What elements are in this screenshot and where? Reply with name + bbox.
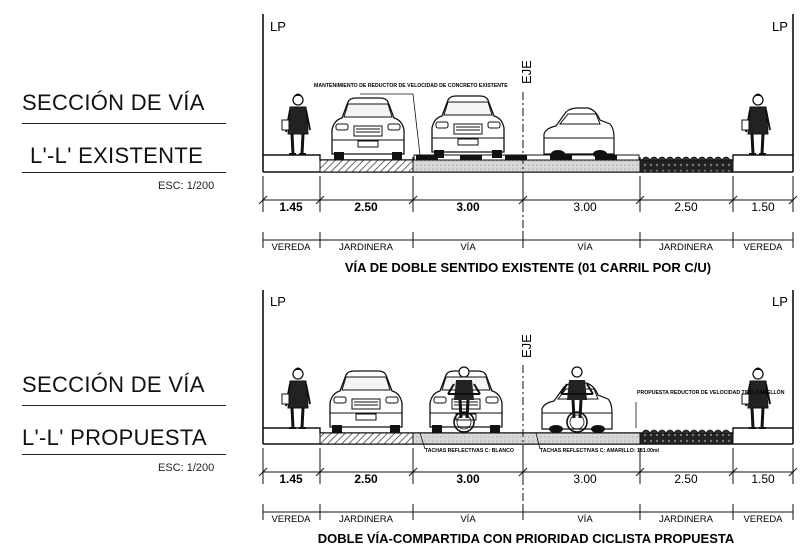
section-2-zone-6: VEREDA <box>743 514 783 525</box>
section-1-dim-6: 1.50 <box>751 200 775 214</box>
section-2-dim-1: 1.45 <box>279 472 303 486</box>
section-2-callout-1: PROPUESTA REDUCTOR DE VELOCIDAD TIPO CAM… <box>637 388 785 396</box>
section-1-dim-1: 1.45 <box>279 200 303 214</box>
section-1-dim-5: 2.50 <box>674 200 698 214</box>
section-1-zone-4: VÍA <box>577 242 593 253</box>
section-1-zone-5: JARDINERA <box>659 242 714 253</box>
section-1-car-3-icon <box>543 107 615 159</box>
section-2-drawing: LP LP EJE PROPUESTA REDUCTOR DE VELOCIDA… <box>258 290 798 546</box>
section-2-callout-3: TACHAS REFLECTIVAS C: AMARILLO: 181.00ml <box>540 448 659 454</box>
section-2-zone-4: VÍA <box>577 514 593 525</box>
section-2-dim-2: 2.50 <box>354 472 378 486</box>
section-2-dim-4: 3.00 <box>573 472 597 486</box>
section-1-scale: ESC: 1/200 <box>158 180 215 192</box>
section-2-zone-3: VÍA <box>460 514 476 525</box>
section-2-title-underline-2 <box>22 454 226 455</box>
section-1-title-line1: SECCIÓN DE VÍA <box>22 90 205 115</box>
section-1-car-1-icon <box>331 97 405 161</box>
section-1-zone-1: VEREDA <box>271 242 311 253</box>
section-1-lp-right: LP <box>772 19 788 34</box>
section-2-callout-2: TACHAS REFLECTIVAS C: BLANCO <box>425 448 514 454</box>
section-2-title-line1: SECCIÓN DE VÍA <box>22 372 205 397</box>
section-1-zone-3: VÍA <box>460 242 476 253</box>
section-1-zone-2: JARDINERA <box>339 242 394 253</box>
section-1-zone-6: VEREDA <box>743 242 783 253</box>
section-2-axis-label: EJE <box>519 334 534 358</box>
section-1-car-2-icon <box>431 95 505 159</box>
section-1-title-line2: L'-L' EXISTENTE <box>30 143 204 168</box>
section-1-title-underline <box>22 123 226 124</box>
section-2-zone-2: JARDINERA <box>339 514 394 525</box>
section-1-dim-2: 2.50 <box>354 200 378 214</box>
section-1-title-underline-2 <box>22 172 226 173</box>
section-1-dim-3: 3.00 <box>456 200 480 214</box>
section-2-lp-left: LP <box>270 294 286 309</box>
section-1-caption: VÍA DE DOBLE SENTIDO EXISTENTE (01 CARRI… <box>345 260 711 275</box>
section-1-pedestrian-right-icon <box>740 92 772 156</box>
section-1-dim-4: 3.00 <box>573 200 597 214</box>
section-1-callout: MANTENIMIENTO DE REDUCTOR DE VELOCIDAD D… <box>314 83 508 89</box>
section-2-zone-5: JARDINERA <box>659 514 714 525</box>
section-2-title-line2: L'-L' PROPUESTA <box>22 425 207 450</box>
section-2-dim-3: 3.00 <box>456 472 480 486</box>
section-2-title-underline <box>22 405 226 406</box>
section-2-pedestrian-right-icon <box>740 366 772 430</box>
section-1-lp-left: LP <box>270 19 286 34</box>
section-2-dim-6: 1.50 <box>751 472 775 486</box>
section-1-drawing: LP LP EJE MANTENIMIENTO DE REDUC <box>258 14 798 275</box>
section-2-scale: ESC: 1/200 <box>158 462 215 474</box>
section-2-zone-1: VEREDA <box>271 514 311 525</box>
section-1-pedestrian-left-icon <box>280 92 312 156</box>
section-2-lp-right: LP <box>772 294 788 309</box>
section-1-axis-label: EJE <box>519 60 534 84</box>
section-2-dim-5: 2.50 <box>674 472 698 486</box>
section-2-caption: DOBLE VÍA-COMPARTIDA CON PRIORIDAD CICLI… <box>318 531 735 546</box>
section-2-car-1-icon <box>329 370 403 434</box>
section-2-pedestrian-left-icon <box>280 366 312 430</box>
